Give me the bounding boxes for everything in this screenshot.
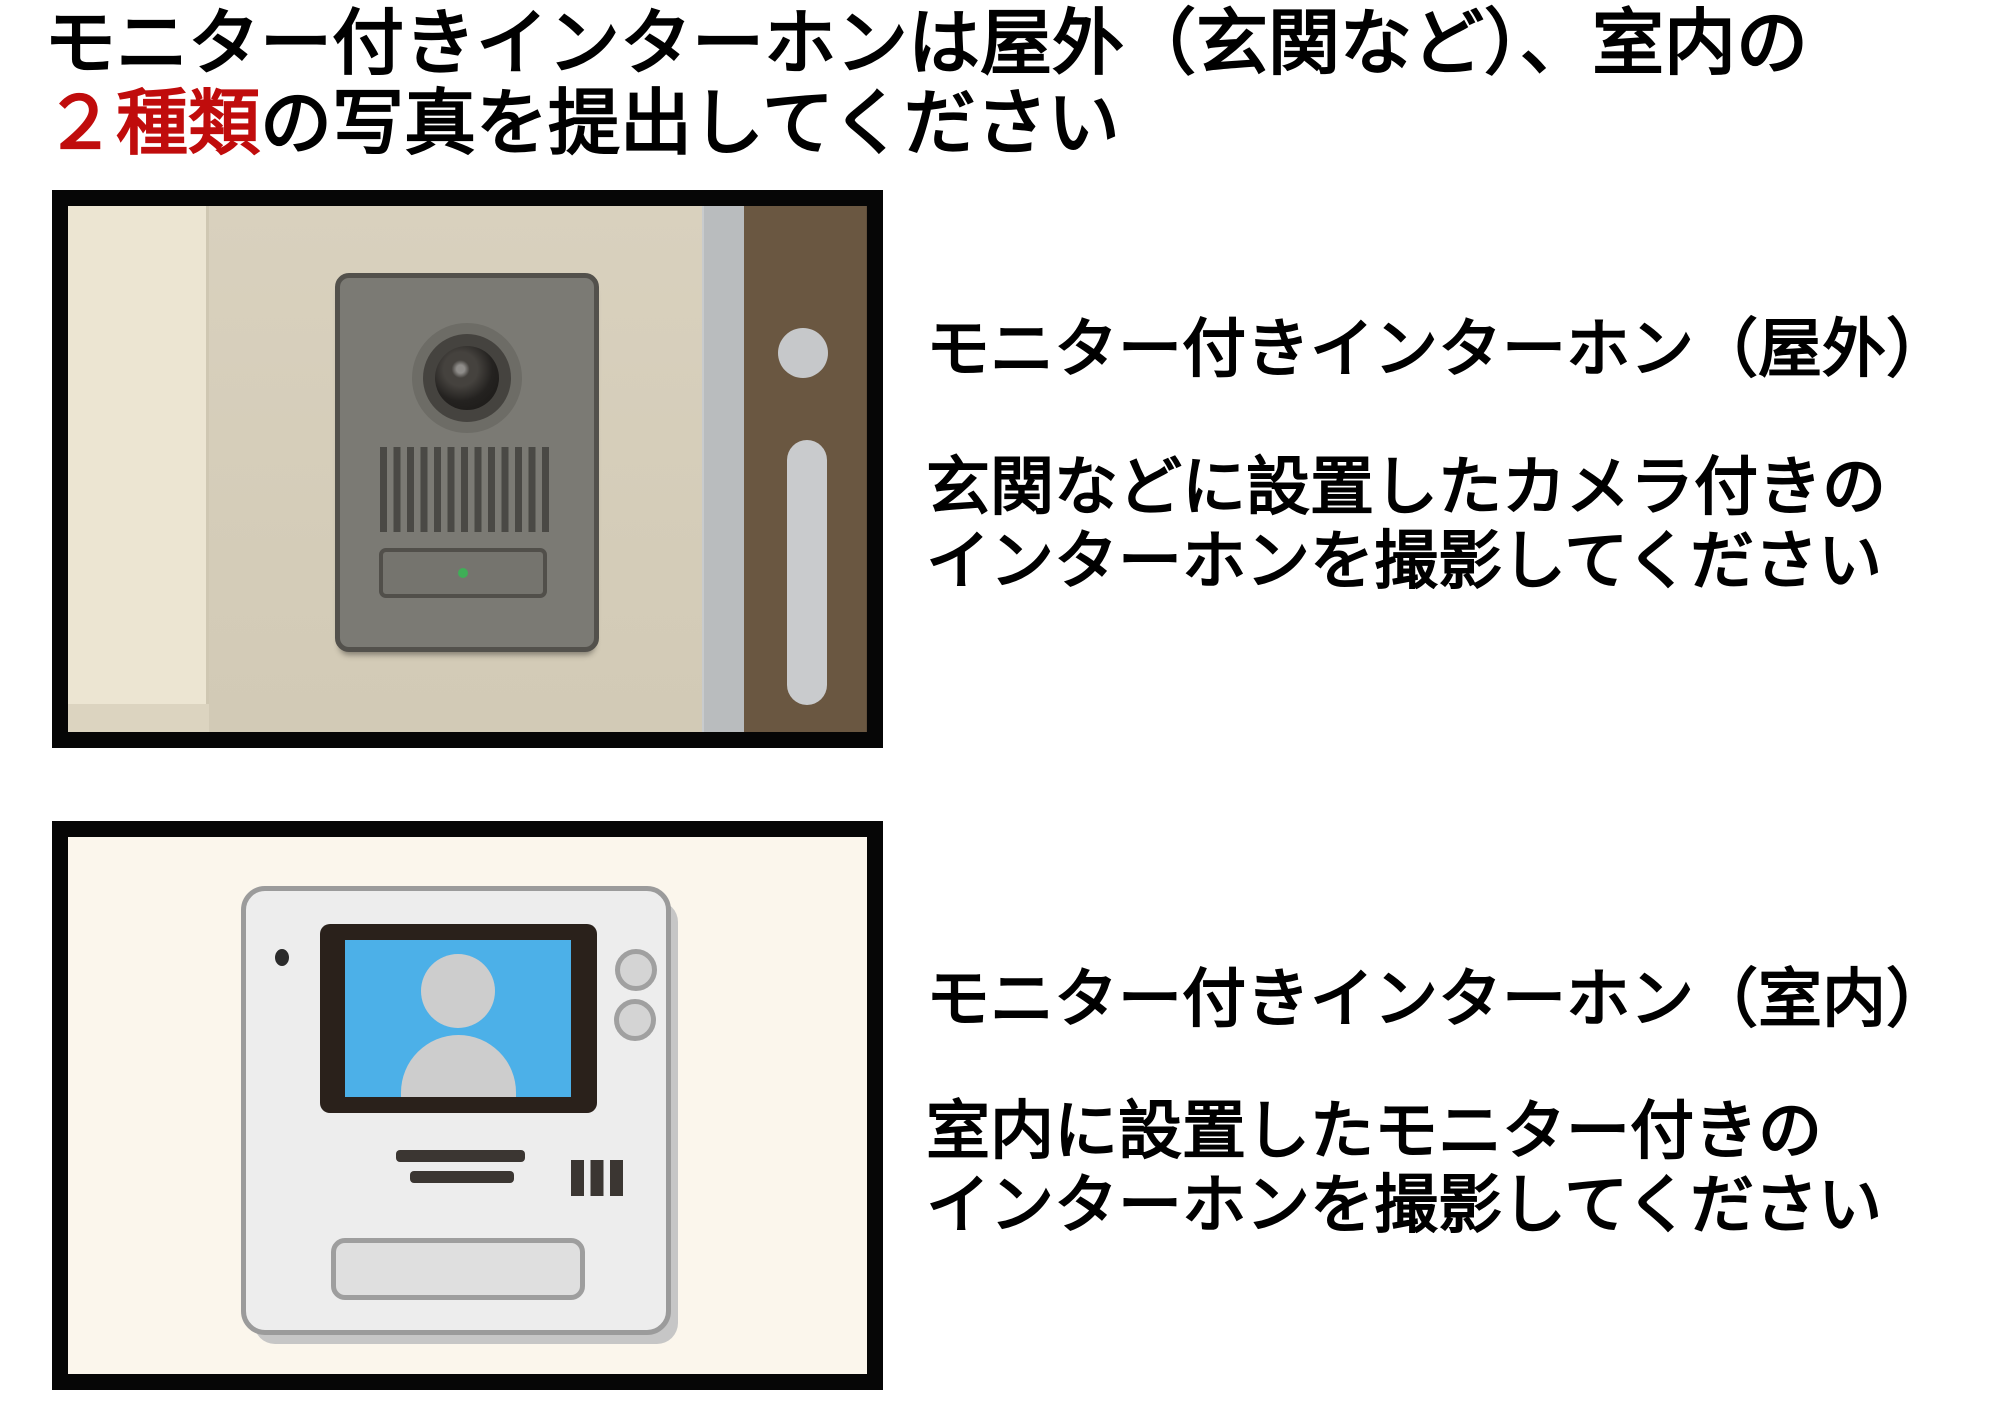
title-line2-rest: の写真を提出してください: [260, 84, 1120, 164]
doorbell-call-button: [379, 548, 547, 598]
camera-bezel: [412, 323, 522, 433]
camera-ring: [423, 334, 511, 422]
talk-button: [331, 1238, 585, 1300]
outdoor-caption-body-line2: インターホンを撮影してください: [926, 525, 1883, 597]
door-handle-bar: [787, 440, 827, 705]
outdoor-caption-body-line1: 玄関などに設置したカメラ付きの: [926, 451, 1886, 523]
monitor-screen: [345, 940, 571, 1097]
camera-lens-icon: [435, 346, 499, 410]
power-led: [275, 949, 289, 966]
indoor-caption-heading: モニター付きインターホン（室内）: [926, 963, 1950, 1035]
outdoor-caption-heading: モニター付きインターホン（屋外）: [926, 313, 1950, 385]
outdoor-intercom-photo: [52, 190, 883, 748]
front-door: [744, 206, 867, 732]
indoor-intercom-photo: [52, 821, 883, 1390]
speaker-grille: [380, 447, 549, 532]
outdoor-intercom-unit: [335, 273, 599, 652]
wall-corner-floor-shade: [68, 704, 209, 732]
title-emphasis-2-types: ２種類: [44, 84, 261, 164]
door-knob: [778, 328, 828, 378]
monitor-button-bottom: [614, 999, 656, 1041]
monitor-screen-bezel: [320, 924, 597, 1113]
visitor-silhouette-head: [421, 954, 495, 1028]
page-title-line2: ２種類の写真を提出してください: [44, 84, 1120, 164]
call-button-led: [458, 568, 468, 578]
speaker-slit-2: [410, 1171, 514, 1183]
mic-vent-bars: [571, 1160, 623, 1196]
wall-corner-highlight: [68, 206, 209, 732]
indoor-caption-body-line1: 室内に設置したモニター付きの: [926, 1095, 1822, 1167]
speaker-slit-1: [396, 1150, 525, 1162]
visitor-silhouette-torso: [401, 1035, 516, 1097]
monitor-button-top: [615, 949, 657, 991]
page-title-line1: モニター付きインターホンは屋外（玄関など）、室内の: [44, 4, 1809, 84]
door-frame-strip: [702, 206, 749, 732]
indoor-monitor-unit: [241, 886, 671, 1335]
indoor-caption-body-line2: インターホンを撮影してください: [926, 1169, 1883, 1241]
